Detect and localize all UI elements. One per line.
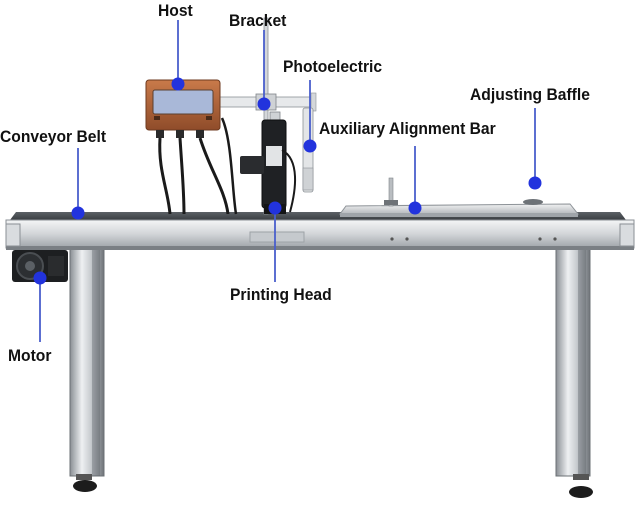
- leader-lines: [39, 20, 536, 342]
- right-leg: [555, 247, 593, 498]
- conveyor-frame: [5, 212, 635, 250]
- motor-unit: [12, 250, 68, 282]
- bracket-label: Bracket: [229, 11, 287, 30]
- host-marker: [171, 77, 185, 91]
- conveyor-belt-marker: [71, 206, 85, 220]
- host-unit: [145, 79, 238, 215]
- adjusting-baffle-label: Adjusting Baffle: [470, 85, 590, 104]
- conveyor-belt-label: Conveyor Belt: [0, 127, 107, 146]
- printing-head-unit: [240, 119, 297, 214]
- motor-label: Motor: [8, 346, 52, 365]
- left-leg: [69, 247, 105, 492]
- auxiliary-alignment-bar-label: Auxiliary Alignment Bar: [319, 119, 496, 138]
- printing-head-marker: [268, 201, 282, 215]
- photoelectric-marker: [303, 139, 317, 153]
- photoelectric-label: Photoelectric: [283, 57, 383, 76]
- host-label: Host: [158, 1, 193, 20]
- adjusting-baffle-marker: [528, 176, 542, 190]
- bracket-marker: [257, 97, 271, 111]
- markers: [33, 77, 542, 285]
- alignment-bar-unit: [339, 177, 580, 217]
- printing-head-label: Printing Head: [230, 285, 332, 304]
- motor-marker: [33, 271, 47, 285]
- alignment-bar-marker: [408, 201, 422, 215]
